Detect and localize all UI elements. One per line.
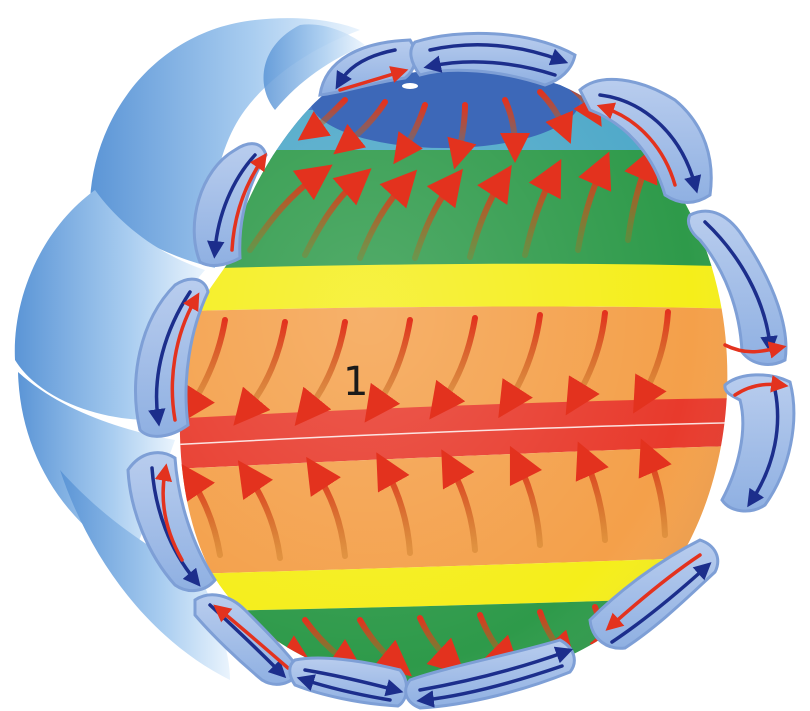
label-number: 1 [343,359,368,405]
north-pole-marker [402,83,418,89]
cell-mid-right [722,375,794,511]
